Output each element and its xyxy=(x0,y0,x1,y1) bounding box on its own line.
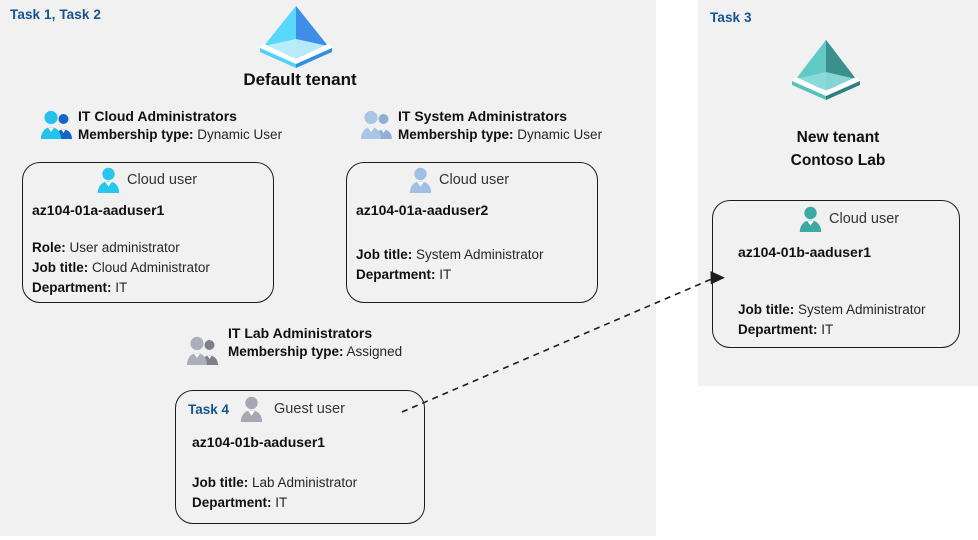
new-tenant-title-line1: New tenant xyxy=(796,129,880,146)
card-head-az104-01a-aaduser2: Cloud user xyxy=(408,167,509,193)
cloud-user-icon xyxy=(798,206,823,232)
attr-label: Role: xyxy=(32,240,66,255)
attr-row: Department: IT xyxy=(356,265,544,285)
attr-label: Job title: xyxy=(192,475,249,490)
attr-label: Department: xyxy=(356,267,436,282)
group-name-it-system-administrators: IT System Administrators xyxy=(398,108,568,124)
card-username-guest-az104-01b-aaduser1: az104-01b-aaduser1 xyxy=(192,434,326,450)
group-membership-it-cloud-administrators: Membership type: Dynamic User xyxy=(78,125,282,145)
user-card-az104-01a-aaduser1 xyxy=(22,162,274,303)
task-4-label: Task 4 xyxy=(188,401,230,417)
attr-row: Department: IT xyxy=(192,493,357,513)
attr-label: Department: xyxy=(32,280,112,295)
card-attrs-guest-az104-01b-aaduser1: Job title: Lab Administrator Department:… xyxy=(192,473,357,513)
group-heading-it-system-administrators: IT System Administrators Membership type… xyxy=(398,107,602,145)
attr-row: Department: IT xyxy=(738,320,926,340)
attr-value: IT xyxy=(275,495,288,510)
group-heading-it-cloud-administrators: IT Cloud Administrators Membership type:… xyxy=(78,107,282,145)
card-kind-label: Cloud user xyxy=(829,211,900,227)
cloud-user-icon xyxy=(408,167,433,193)
guest-user-icon xyxy=(239,396,264,422)
membership-type-label: Membership type: xyxy=(398,127,514,142)
attr-row: Job title: Lab Administrator xyxy=(192,473,357,493)
azure-ad-tenant-icon-new xyxy=(790,36,862,100)
membership-type-value: Assigned xyxy=(346,344,403,359)
group-name-it-lab-administrators: IT Lab Administrators xyxy=(228,325,373,341)
default-tenant-title: Default tenant xyxy=(243,70,357,89)
user-card-guest-az104-01b-aaduser1 xyxy=(175,390,425,524)
attr-label: Job title: xyxy=(738,302,795,317)
card-username-tenantb-az104-01b-aaduser1: az104-01b-aaduser1 xyxy=(738,244,872,260)
membership-type-label: Membership type: xyxy=(228,344,344,359)
attr-row: Job title: Cloud Administrator xyxy=(32,258,210,278)
attr-value: IT xyxy=(439,267,452,282)
card-attrs-tenantb-az104-01b-aaduser1: Job title: System Administrator Departme… xyxy=(738,300,926,340)
users-group-icon-lab-admins xyxy=(186,336,220,366)
attr-label: Department: xyxy=(738,322,818,337)
users-group-icon-system-admins xyxy=(360,110,394,140)
membership-type-label: Membership type: xyxy=(78,127,194,142)
cloud-user-icon xyxy=(96,167,121,193)
group-membership-it-system-administrators: Membership type: Dynamic User xyxy=(398,125,602,145)
new-tenant-title: New tenant Contoso Lab xyxy=(698,126,978,172)
card-head-tenantb-az104-01b-aaduser1: Cloud user xyxy=(798,206,899,232)
attr-value: User administrator xyxy=(69,240,180,255)
users-group-icon-cloud-admins xyxy=(40,110,74,140)
card-kind-label: Guest user xyxy=(274,401,345,417)
membership-type-value: Dynamic User xyxy=(517,127,603,142)
attr-row: Department: IT xyxy=(32,278,210,298)
card-head-guest-az104-01b-aaduser1: Task 4 Guest user xyxy=(188,396,345,422)
attr-value: IT xyxy=(115,280,128,295)
card-attrs-az104-01a-aaduser1: Role: User administrator Job title: Clou… xyxy=(32,238,210,298)
attr-value: System Administrator xyxy=(798,302,926,317)
group-membership-it-lab-administrators: Membership type: Assigned xyxy=(228,342,402,362)
card-username-az104-01a-aaduser1: az104-01a-aaduser1 xyxy=(32,202,165,218)
attr-value: Cloud Administrator xyxy=(92,260,210,275)
attr-row: Job title: System Administrator xyxy=(356,245,544,265)
attr-label: Department: xyxy=(192,495,272,510)
card-kind-label: Cloud user xyxy=(127,172,198,188)
attr-row: Role: User administrator xyxy=(32,238,210,258)
group-name-it-cloud-administrators: IT Cloud Administrators xyxy=(78,108,237,124)
task-3-label: Task 3 xyxy=(710,10,752,25)
card-head-az104-01a-aaduser1: Cloud user xyxy=(96,167,197,193)
card-kind-label: Cloud user xyxy=(439,172,510,188)
azure-ad-tenant-icon-default xyxy=(258,2,334,68)
task-1-2-label: Task 1, Task 2 xyxy=(10,7,101,22)
card-attrs-az104-01a-aaduser2: Job title: System Administrator Departme… xyxy=(356,245,544,285)
card-username-az104-01a-aaduser2: az104-01a-aaduser2 xyxy=(356,202,489,218)
membership-type-value: Dynamic User xyxy=(197,127,283,142)
attr-value: System Administrator xyxy=(416,247,544,262)
attr-value: Lab Administrator xyxy=(252,475,358,490)
attr-label: Job title: xyxy=(32,260,89,275)
group-heading-it-lab-administrators: IT Lab Administrators Membership type: A… xyxy=(228,324,402,362)
user-card-tenantb-az104-01b-aaduser1 xyxy=(712,200,960,348)
attr-row: Job title: System Administrator xyxy=(738,300,926,320)
new-tenant-title-line2: Contoso Lab xyxy=(790,152,886,169)
attr-value: IT xyxy=(821,322,834,337)
attr-label: Job title: xyxy=(356,247,413,262)
